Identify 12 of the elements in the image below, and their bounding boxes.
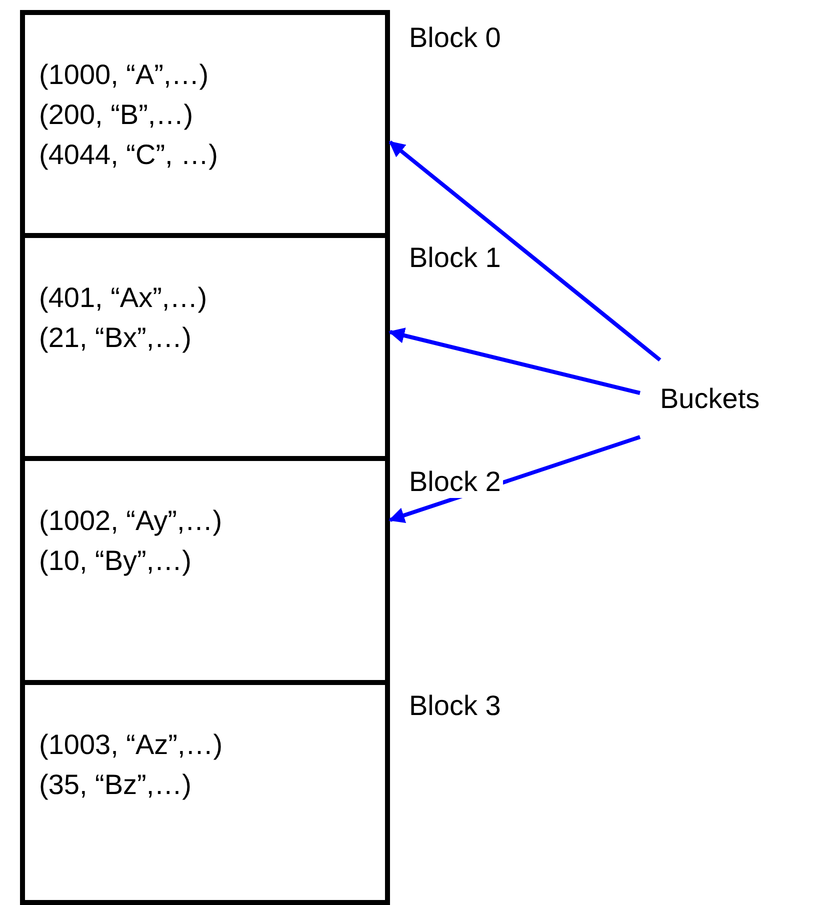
arrow (388, 328, 640, 395)
record-text: (21, “Bx”,…) (39, 321, 192, 355)
record-text: (10, “By”,…) (39, 544, 192, 578)
record-text: (35, “Bz”,…) (39, 768, 192, 802)
record-text: (1000, “A”,…) (39, 58, 210, 92)
record-text: (200, “B”,…) (39, 98, 194, 132)
arrow (388, 140, 662, 362)
record-text: (1003, “Az”,…) (39, 728, 224, 762)
text-label: Buckets (660, 383, 760, 415)
record-text: (4044, “C”, …) (39, 138, 219, 172)
record-text: (401, “Ax”,…) (39, 281, 208, 315)
record-text: (1002, “Ay”,…) (39, 504, 224, 538)
